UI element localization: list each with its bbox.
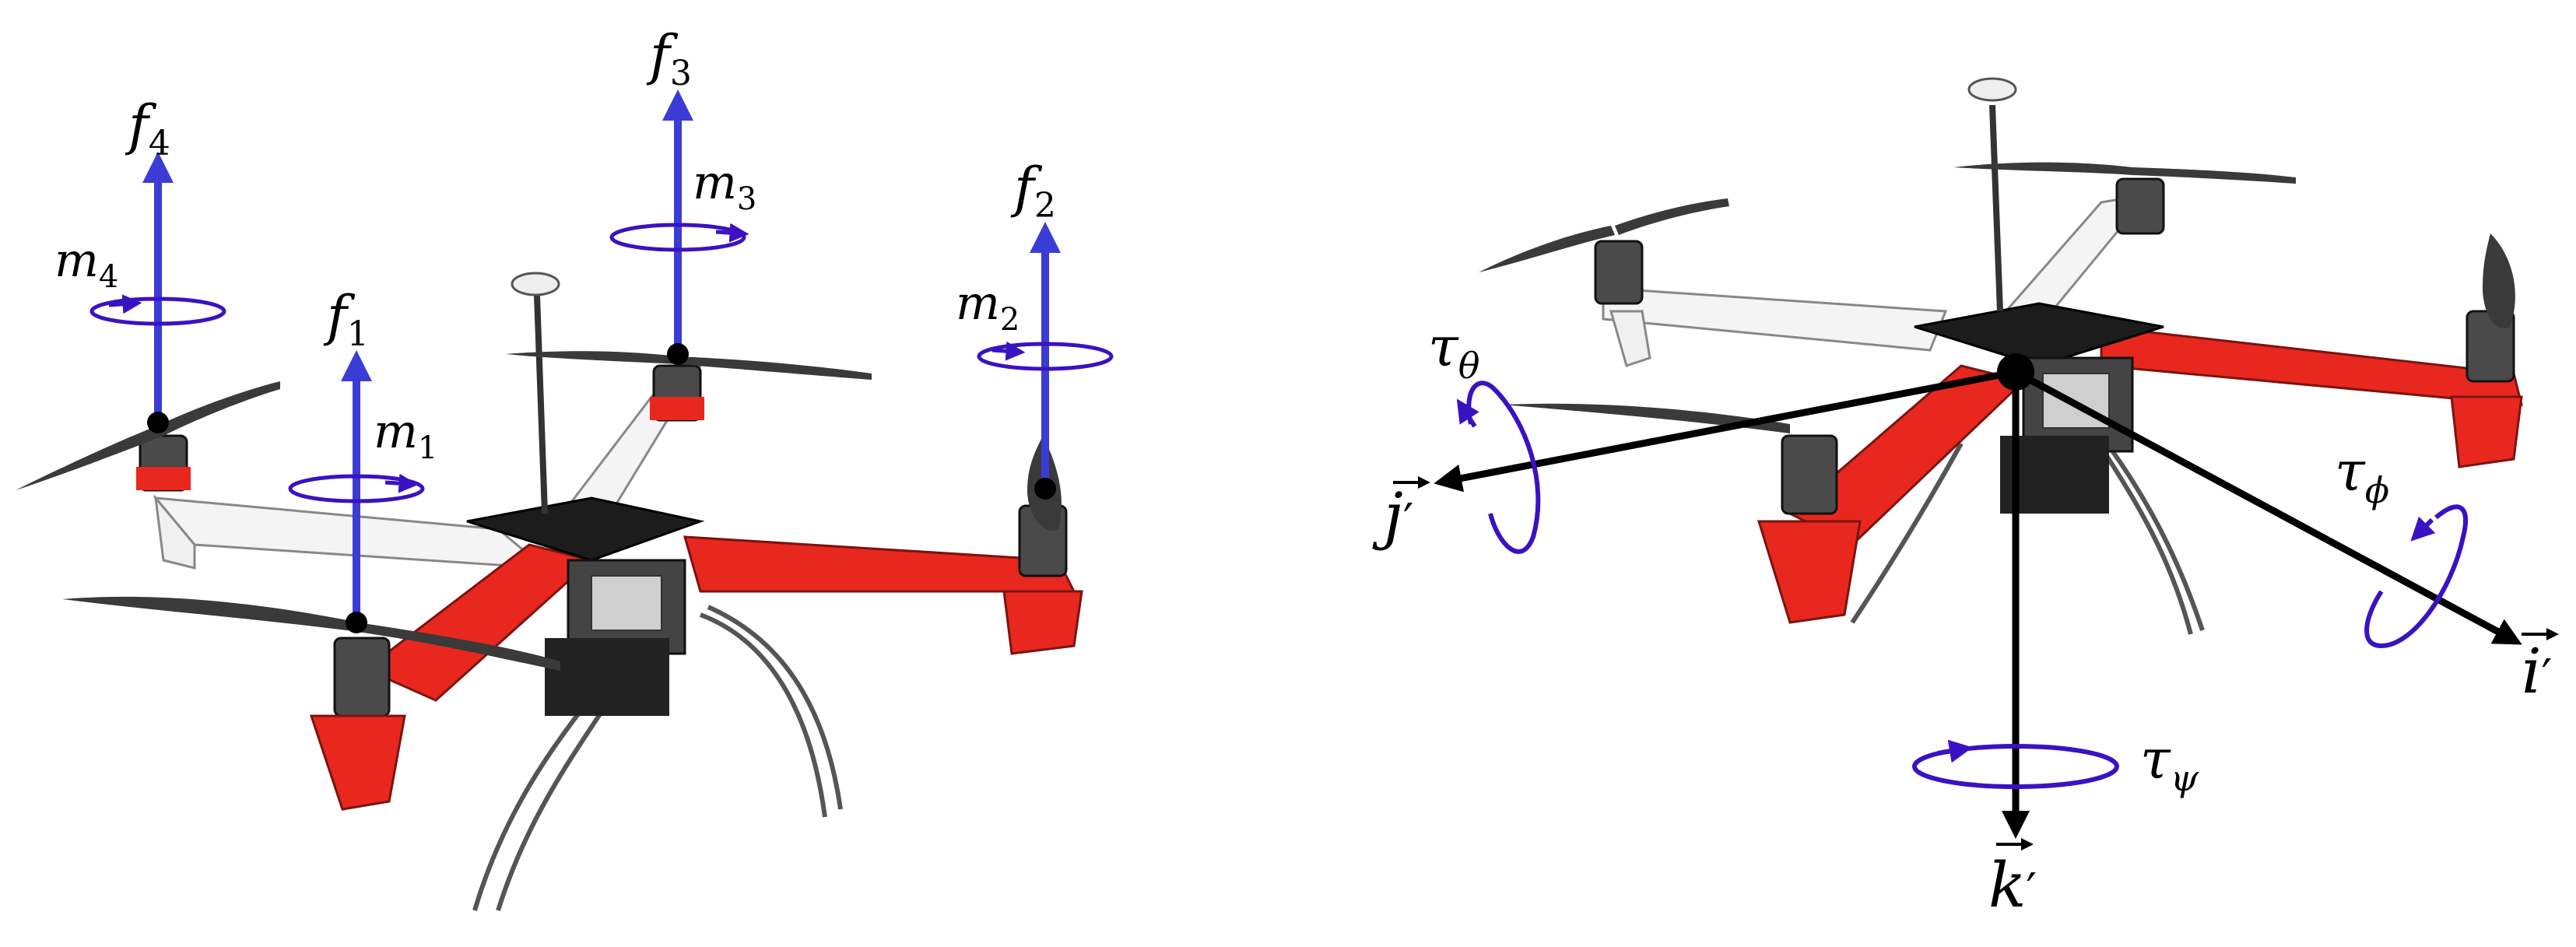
moment-loop-2	[977, 342, 1114, 371]
force-label-1: f1	[323, 284, 369, 354]
force-point-2	[1034, 478, 1056, 500]
torque-label-psi: τψ	[2140, 728, 2199, 799]
axis-label-i: i′	[2522, 628, 2559, 707]
force-label-4: f4	[125, 93, 170, 163]
arm-red-right	[683, 535, 1076, 593]
motor-1	[309, 637, 406, 811]
arm-red-right	[2100, 325, 2523, 406]
propeller-3	[506, 351, 872, 380]
axis-arrow-i	[2013, 369, 2522, 645]
moment-label-4: m4	[54, 233, 118, 295]
gps-puck	[1967, 77, 2017, 102]
arm-white-left	[1602, 286, 1948, 352]
force-point-3	[667, 343, 689, 365]
svg-text:k′: k′	[1988, 849, 2037, 921]
torque-loop-theta	[1466, 381, 1541, 554]
axis-arrow-j	[1434, 368, 2016, 493]
moment-label-1: m1	[374, 405, 437, 466]
force-point-1	[346, 612, 367, 633]
propeller-4	[16, 381, 280, 490]
gps-puck	[511, 272, 560, 296]
force-label-2: f2	[1010, 156, 1056, 226]
torque-loop-psi	[1912, 744, 2119, 789]
axis-label-k: k′	[1988, 838, 2037, 921]
force-label-3: f3	[646, 23, 692, 93]
moment-label-3: m3	[693, 156, 756, 217]
torque-loop-phi	[2364, 504, 2469, 649]
right-quadrotor: τθ τϕ τψ j′ i′ k′	[1372, 77, 2559, 921]
torque-label-phi: τϕ	[2335, 440, 2389, 511]
torque-label-theta: τθ	[1428, 315, 1479, 387]
moment-loop-1	[288, 474, 425, 503]
left-quadrotor: f4 f1 f3 f2 m4 m1 m3 m2	[16, 23, 1114, 911]
motor-4	[136, 434, 191, 492]
motor-3	[650, 364, 704, 422]
moment-loop-4	[89, 296, 226, 326]
svg-text:j′: j′	[1372, 479, 1413, 552]
svg-text:i′: i′	[2522, 635, 2552, 707]
axis-label-j: j′	[1372, 476, 1430, 552]
center-of-mass	[1997, 353, 2034, 391]
moment-label-2: m2	[956, 276, 1020, 338]
propeller-1	[62, 596, 560, 671]
arm-white	[153, 496, 549, 570]
force-point-4	[147, 412, 169, 433]
center-plate	[466, 496, 705, 562]
